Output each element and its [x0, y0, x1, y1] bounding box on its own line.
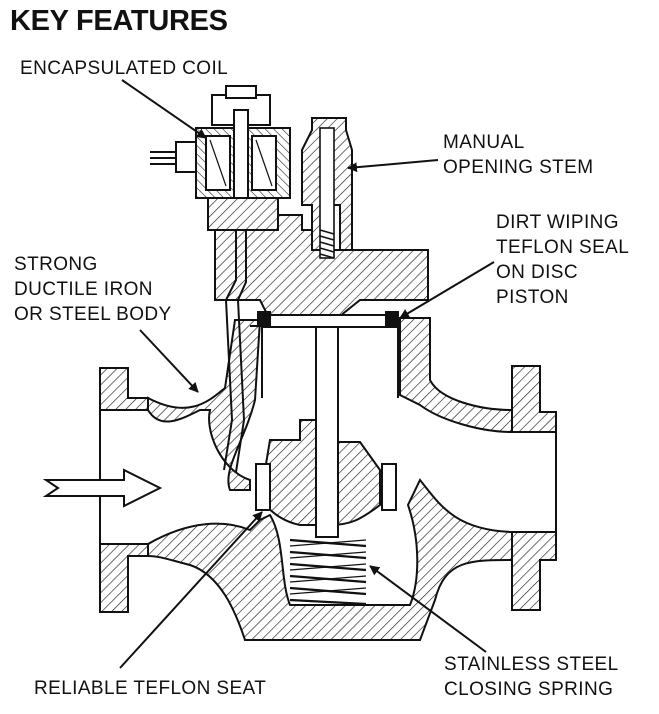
page-title: KEY FEATURES [10, 5, 228, 37]
leader-manual-opening-stem [347, 159, 439, 173]
valve-body [99, 117, 557, 641]
label-line: PISTON [496, 287, 569, 308]
label-line: ON DISC [496, 262, 578, 283]
label-line: STRONG [14, 254, 98, 275]
label-line: OPENING STEM [443, 157, 594, 178]
closing-spring [289, 538, 367, 606]
teflon-seat [255, 311, 399, 511]
label-line: STAINLESS STEEL [444, 654, 619, 675]
label-manual-opening-stem: MANUAL OPENING STEM [443, 130, 593, 180]
label-line: DIRT WIPING [496, 212, 619, 233]
leader-teflon-seat [119, 511, 263, 669]
label-line: ENCAPSULATED COIL [20, 58, 229, 79]
label-line: CLOSING SPRING [444, 679, 614, 700]
label-line: TEFLON SEAL [496, 237, 630, 258]
label-teflon-seat: RELIABLE TEFLON SEAT [34, 676, 266, 701]
label-line: RELIABLE TEFLON SEAT [34, 678, 267, 699]
leader-closing-spring [369, 565, 487, 653]
label-encapsulated-coil: ENCAPSULATED COIL [20, 56, 228, 81]
flow-direction-arrow-icon [42, 468, 163, 508]
label-line: MANUAL [443, 132, 525, 153]
solenoid-coil [150, 85, 291, 231]
leader-dirt-wiping-seal [399, 261, 495, 319]
leader-lines [119, 79, 495, 669]
label-dirt-wiping-seal: DIRT WIPING TEFLON SEAL ON DISC PISTON [496, 210, 629, 310]
leader-encapsulated-coil [121, 79, 207, 139]
main-stem [261, 314, 398, 538]
label-line: DUCTILE IRON [14, 279, 153, 300]
pilot-tube [223, 230, 247, 473]
label-line: OR STEEL BODY [14, 304, 172, 325]
leader-strong-body [139, 329, 199, 393]
label-closing-spring: STAINLESS STEEL CLOSING SPRING [444, 652, 619, 702]
manual-stem [319, 127, 335, 259]
label-strong-body: STRONG DUCTILE IRON OR STEEL BODY [14, 252, 172, 327]
